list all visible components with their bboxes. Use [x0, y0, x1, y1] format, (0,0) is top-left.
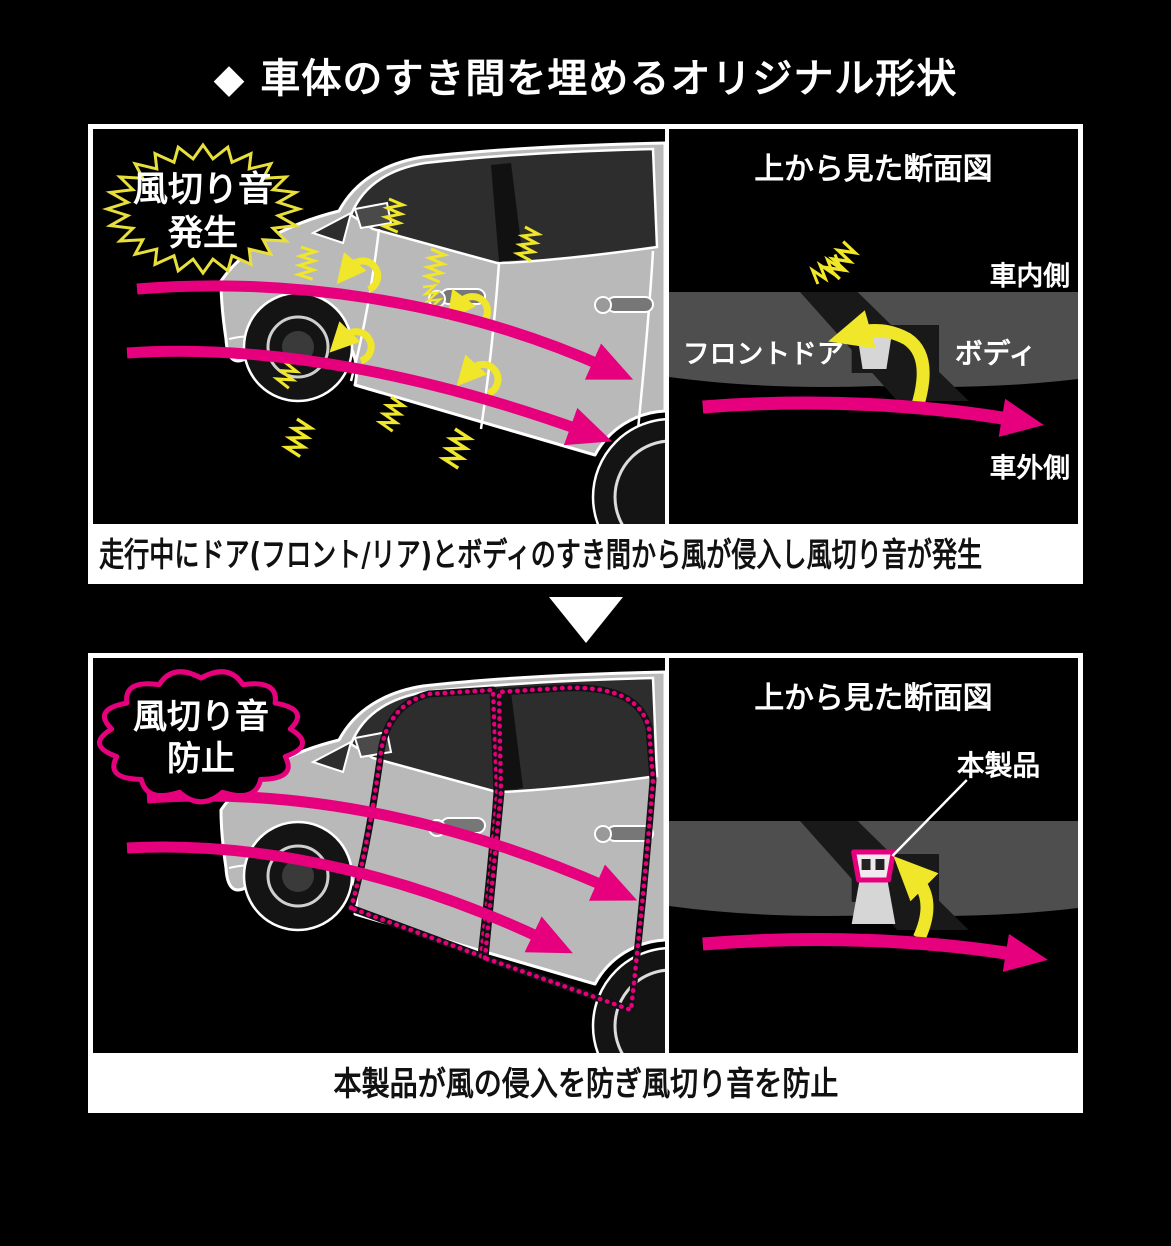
- car-side-view: [219, 141, 665, 524]
- burst-badge-line1: 風切り音: [133, 169, 273, 210]
- interior-side-label: 車内側: [990, 261, 1070, 292]
- burst-badge-line2: 発生: [167, 214, 238, 254]
- wind-blocked-arrow: [893, 856, 939, 941]
- outside-wind-arrow: [702, 933, 1048, 972]
- door-seal-outlines: [347, 684, 657, 1014]
- car-illustration-before: 風切り音 発生: [102, 141, 665, 524]
- after-car-pane: 風切り音 防止: [93, 658, 665, 1053]
- wind-entering-arrow: [828, 310, 930, 409]
- after-panel: 風切り音 防止 上から見た断面図 本製品: [88, 653, 1083, 1113]
- before-caption-band: 走行中にドア(フロント/リア)とボディのすき間から風が侵入し風切り音が発生: [93, 524, 1078, 579]
- after-illustration-area: 風切り音 防止 上から見た断面図 本製品: [93, 658, 1078, 1053]
- exterior-side-label: 車外側: [990, 453, 1070, 484]
- seal-stub: [851, 880, 896, 924]
- cross-section-after: 上から見た断面図 本製品: [669, 681, 1078, 972]
- car-illustration-after: 風切り音 防止: [97, 669, 665, 1053]
- cloud-badge-line2: 防止: [167, 739, 235, 779]
- burst-icon: [102, 142, 304, 276]
- before-caption-text: 走行中にドア(フロント/リア)とボディのすき間から風が侵入し風切り音が発生: [99, 534, 983, 574]
- product-seal: [851, 849, 896, 883]
- cloud-icon: [97, 669, 305, 805]
- product-leader-line: [891, 779, 968, 857]
- page-title: ◆ 車体のすき間を埋めるオリジナル形状: [213, 56, 958, 102]
- noise-prevented-cloud-badge: 風切り音 防止: [97, 669, 305, 805]
- after-caption-text: 本製品が風の侵入を防ぎ風切り音を防止: [333, 1063, 838, 1103]
- before-panel: 風切り音 発生 上から見た断面図 車内側 フロントドア ボディ 車外側: [88, 124, 1083, 584]
- outside-wind-arrow: [702, 396, 1044, 437]
- wind-noise-burst-badge: 風切り音 発生: [102, 142, 304, 276]
- before-illustration-area: 風切り音 発生 上から見た断面図 車内側 フロントドア ボディ 車外側: [93, 129, 1078, 524]
- down-arrow-icon: [548, 597, 623, 643]
- product-label: 本製品: [957, 749, 1040, 782]
- after-caption-band: 本製品が風の侵入を防ぎ風切り音を防止: [93, 1053, 1078, 1108]
- seal-stub: [857, 337, 892, 369]
- after-cross-section-pane: 上から見た断面図 本製品: [665, 658, 1078, 1053]
- front-door-label: フロントドア: [683, 339, 844, 370]
- cross-section-before: 上から見た断面図 車内側 フロントドア ボディ 車外側: [669, 152, 1078, 484]
- before-cross-section-pane: 上から見た断面図 車内側 フロントドア ボディ 車外側: [665, 129, 1078, 524]
- body-label: ボディ: [955, 337, 1036, 370]
- before-car-pane: 風切り音 発生: [93, 129, 665, 524]
- cloud-badge-line1: 風切り音: [133, 697, 269, 737]
- cross-section-heading: 上から見た断面図: [754, 152, 992, 187]
- wind-arrows: [126, 280, 634, 446]
- cross-section-heading: 上から見た断面図: [754, 681, 992, 716]
